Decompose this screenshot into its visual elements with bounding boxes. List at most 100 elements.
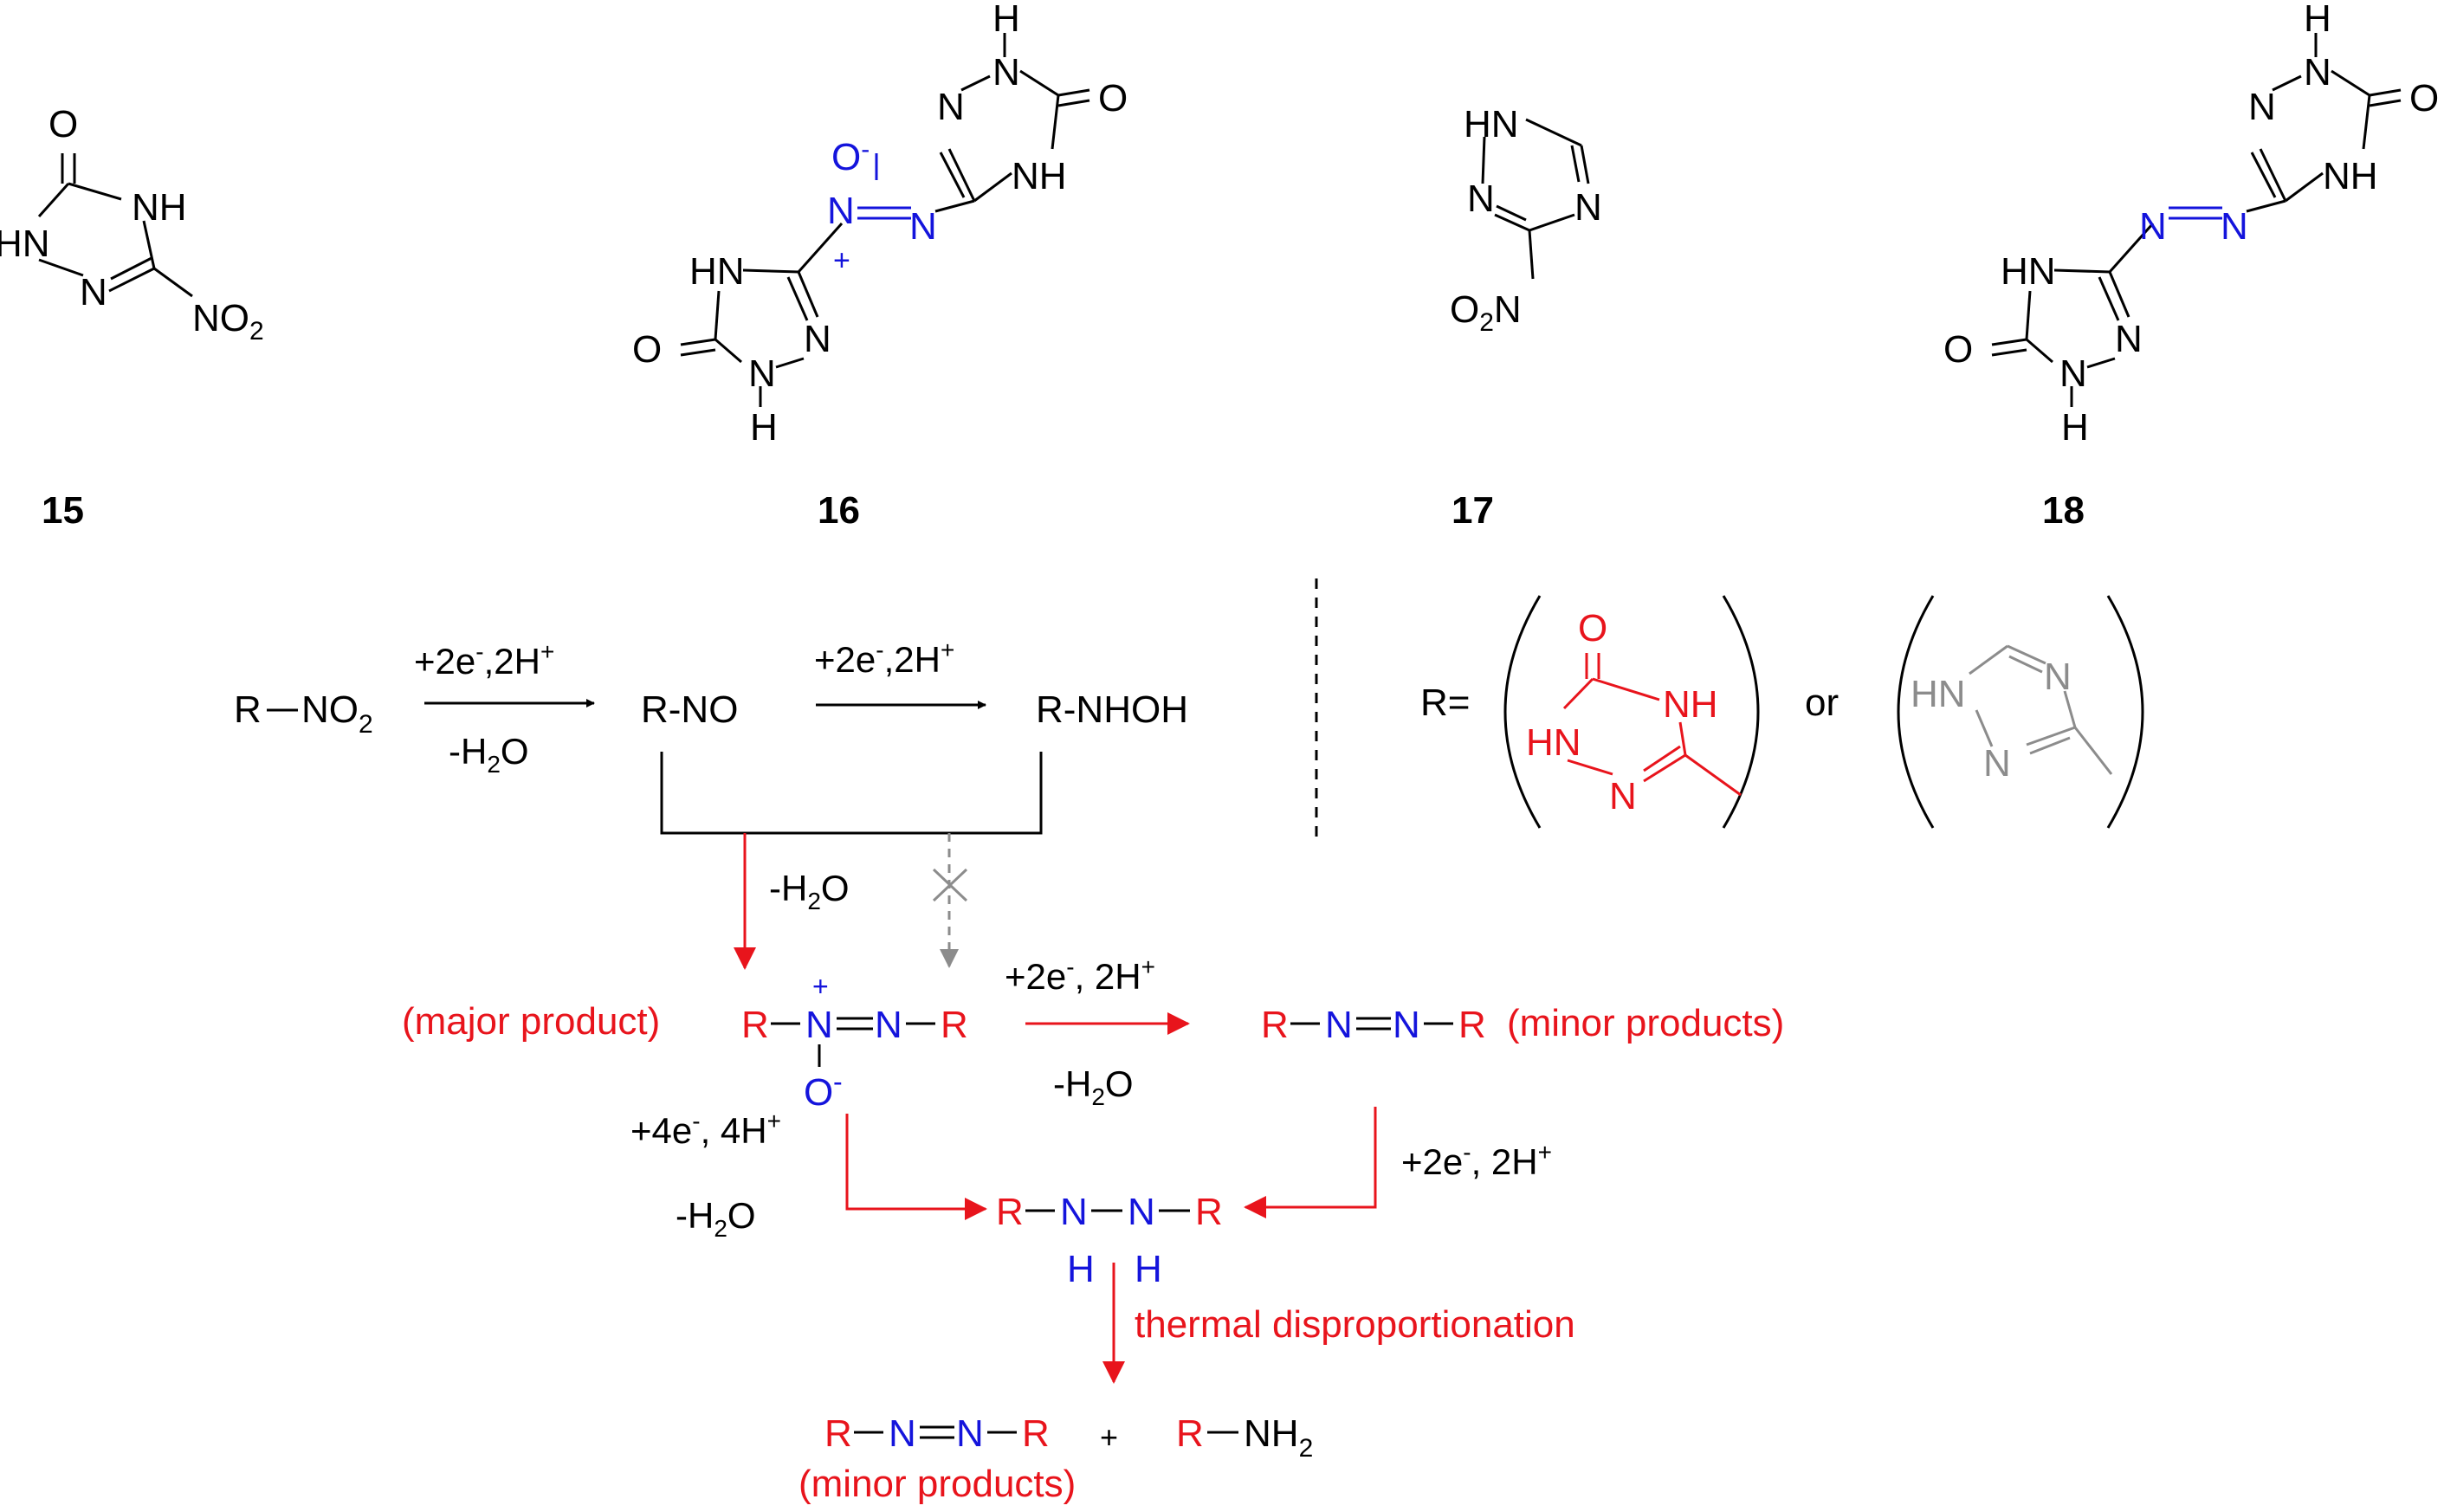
c16-plus: + [833, 244, 850, 277]
c16-o-a: O [1098, 77, 1128, 120]
svg-text:O: O [804, 1071, 833, 1114]
svg-text:R: R [996, 1191, 1024, 1233]
c16-n-azo: N [909, 205, 937, 248]
amine-product: R NH2 [1176, 1412, 1313, 1463]
svg-text:N: N [889, 1412, 916, 1455]
svg-text:NH: NH [1663, 683, 1718, 726]
thermal-disproportionation-label: thermal disproportionation [1135, 1303, 1575, 1346]
azoxy-product: R N + N R O - [741, 971, 968, 1114]
c18-nh-a: NH [2323, 155, 2378, 197]
svg-text:N: N [2044, 656, 2072, 698]
final-azo-product: R N N R (minor products) [799, 1412, 1076, 1505]
svg-text:R: R [1458, 1004, 1486, 1046]
svg-text:N: N [1983, 742, 2011, 785]
svg-text:R: R [1195, 1191, 1223, 1233]
c16-nh-a: NH [1012, 155, 1067, 197]
open-parenthesis-2 [1897, 595, 1935, 829]
c16-n-c: N [804, 318, 831, 360]
svg-text:HN: HN [1911, 673, 1966, 715]
azoxy-reduction-conditions: +2e-, 2H+ [1005, 953, 1155, 997]
compound-label-18: 18 [2042, 489, 2085, 532]
c18-n-azo1: N [2139, 205, 2167, 248]
azoxy-reduction-water-loss: -H2O [1053, 1063, 1134, 1110]
minor-products-label-1: (minor products) [1507, 1002, 1784, 1044]
open-parenthesis-1 [1503, 595, 1542, 829]
svg-text:N: N [1325, 1004, 1353, 1046]
major-product-label: (major product) [402, 1000, 660, 1043]
c16-o-b: O [632, 328, 662, 371]
step2-conditions: +2e-,2H+ [814, 636, 954, 680]
svg-text:NH2: NH2 [1244, 1412, 1313, 1463]
c16-hn-b: HN [689, 250, 745, 293]
c18-o-b: O [1943, 328, 1973, 371]
svg-text:H: H [1067, 1248, 1095, 1290]
hydroxylamine-intermediate: R-NHOH [1036, 688, 1188, 731]
svg-text:-: - [833, 1066, 843, 1097]
azo-minor-product: R N N R (minor products) [1261, 1002, 1784, 1046]
arrow-azoxy-to-hydrazo [845, 1114, 987, 1220]
svg-text:NO2: NO2 [301, 688, 373, 739]
start-r-no2: R NO2 [234, 688, 373, 739]
azo-hydrazo-conditions: +2e-, 2H+ [1401, 1139, 1552, 1182]
c18-h-top: H [2304, 0, 2331, 40]
c16-h-top: H [992, 0, 1020, 40]
svg-text:+: + [812, 971, 829, 1002]
c16-h-bot: H [750, 406, 778, 449]
condensation-bracket [660, 752, 1043, 835]
svg-text:R: R [234, 688, 262, 731]
svg-text:R: R [1261, 1004, 1289, 1046]
plus-sign: + [1100, 1419, 1118, 1455]
triazolone-substituent: O NH HN N [1526, 607, 1742, 817]
close-parenthesis-2 [2106, 595, 2144, 829]
svg-text:H: H [1135, 1248, 1162, 1290]
compound-label-15: 15 [42, 489, 84, 532]
svg-text:N: N [1128, 1191, 1155, 1233]
compound-label-16: 16 [818, 489, 860, 532]
svg-text:R: R [1176, 1412, 1204, 1455]
c15-oxygen: O [48, 103, 78, 145]
svg-text:R: R [941, 1004, 968, 1046]
svg-text:N: N [956, 1412, 984, 1455]
c18-n-d: N [2059, 352, 2087, 395]
reduction-mechanism: R NO2 +2e-,2H+ -H2O R-NO +2e-,2H+ R-NHOH… [234, 636, 1784, 1505]
c18-hn-b: HN [2001, 250, 2056, 293]
c16-n-b: N [937, 86, 965, 128]
c17-o2n: O2N [1450, 288, 1522, 337]
compound-18: H N N O NH N N HN N O N H 18 [1943, 0, 2439, 532]
c18-h-bot: H [2061, 406, 2089, 449]
c18-n-c: N [2115, 318, 2143, 360]
r-group-definition: R= O NH HN N or [1420, 595, 2144, 829]
r-equals-label: R= [1420, 682, 1470, 724]
c17-hn: HN [1464, 103, 1519, 145]
close-parenthesis-1 [1722, 595, 1760, 829]
c15-hn: HN [0, 223, 50, 265]
c15-no2: NO2 [192, 297, 264, 346]
c18-n-azo2: N [2221, 205, 2248, 248]
c17-n2: N [1467, 178, 1495, 220]
condensation-water-loss: -H2O [769, 868, 850, 914]
c17-n4: N [1574, 186, 1602, 229]
nitroso-intermediate: R-NO [641, 688, 738, 731]
svg-text:N: N [1393, 1004, 1420, 1046]
svg-text:O: O [1578, 607, 1607, 649]
svg-text:N: N [875, 1004, 902, 1046]
c16-n-plus: N [827, 190, 855, 232]
compound-15: O NH HN N NO2 15 [0, 103, 264, 532]
c18-o-a: O [2409, 77, 2439, 120]
svg-text:N: N [805, 1004, 833, 1046]
azoxy-hydrazo-water-loss: -H2O [676, 1195, 756, 1242]
compound-16: H N N O NH O- N + N HN N O N H 16 [632, 0, 1128, 532]
or-text: or [1805, 682, 1839, 724]
compound-label-17: 17 [1452, 489, 1494, 532]
minor-products-label-2: (minor products) [799, 1463, 1076, 1505]
c18-n-a: N [2304, 51, 2331, 94]
azoxy-hydrazo-conditions: +4e-, 4H+ [630, 1108, 781, 1151]
c16-n-a: N [992, 51, 1020, 94]
c15-n: N [80, 271, 107, 313]
triazole-substituent: HN N N [1911, 644, 2113, 785]
c18-n-b: N [2248, 86, 2276, 128]
compound-17: HN N N O2N 17 [1450, 103, 1602, 532]
svg-text:N: N [1060, 1191, 1088, 1233]
c16-o-minus: O- [831, 135, 870, 178]
